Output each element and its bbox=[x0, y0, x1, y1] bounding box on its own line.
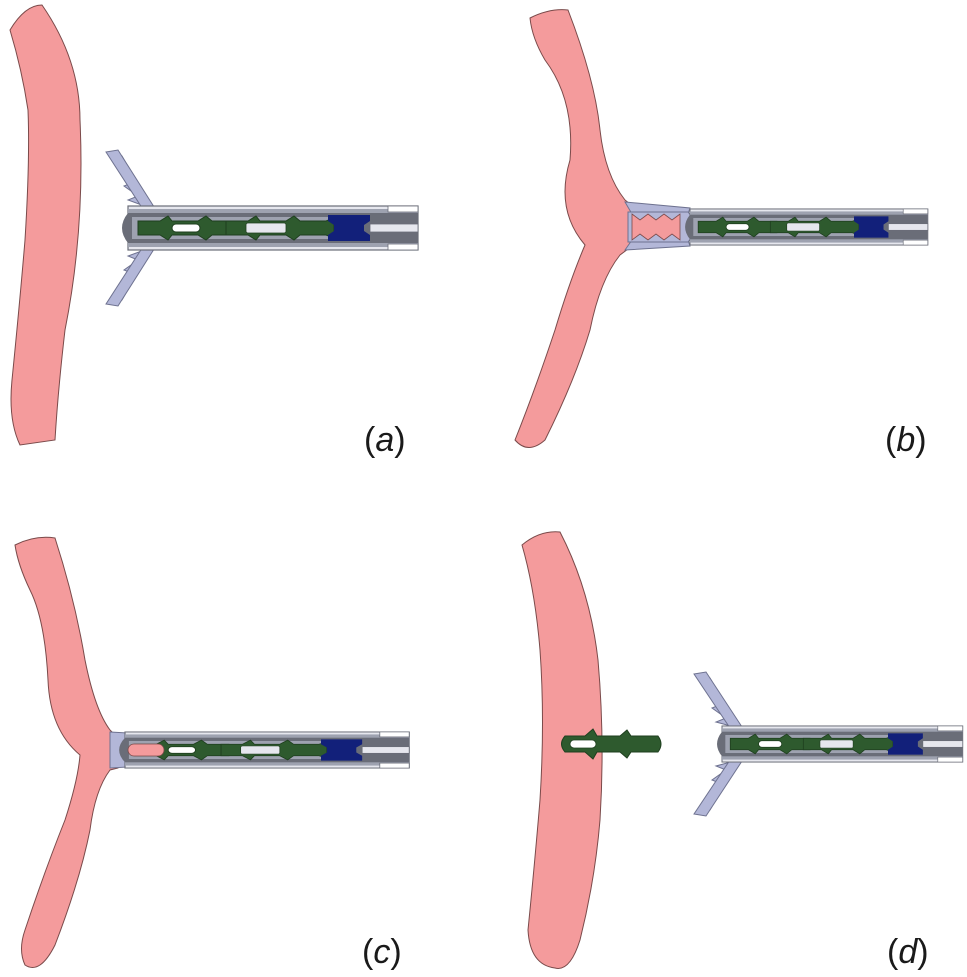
captured-tissue-c bbox=[127, 743, 165, 757]
jaw-upper-d bbox=[693, 671, 745, 735]
applicator-tube-b bbox=[684, 208, 929, 246]
applicator-tube-a bbox=[121, 205, 419, 251]
panel-label-b: (b) bbox=[885, 421, 927, 459]
jaw-lower-a bbox=[105, 241, 157, 307]
panel-a: (a) bbox=[9, 4, 419, 459]
panel-label-a: (a) bbox=[364, 421, 406, 459]
jaws-closed-b bbox=[623, 201, 701, 251]
applicator-tube-d bbox=[716, 725, 964, 763]
jaw-upper-a bbox=[105, 149, 157, 215]
tissue-wall-d bbox=[521, 531, 603, 969]
panel-label-c: (c) bbox=[362, 933, 402, 971]
panel-label-d: (d) bbox=[887, 933, 929, 971]
tissue-wall-b bbox=[514, 9, 641, 448]
panel-b: (b) bbox=[514, 9, 929, 459]
deployed-clip-d bbox=[561, 728, 662, 760]
panel-d: (d) bbox=[521, 531, 964, 971]
panel-c: (c) bbox=[14, 536, 410, 971]
tissue-wall-a bbox=[9, 4, 82, 446]
jaw-lower-d bbox=[693, 753, 745, 817]
tissue-wall-c bbox=[14, 536, 119, 968]
